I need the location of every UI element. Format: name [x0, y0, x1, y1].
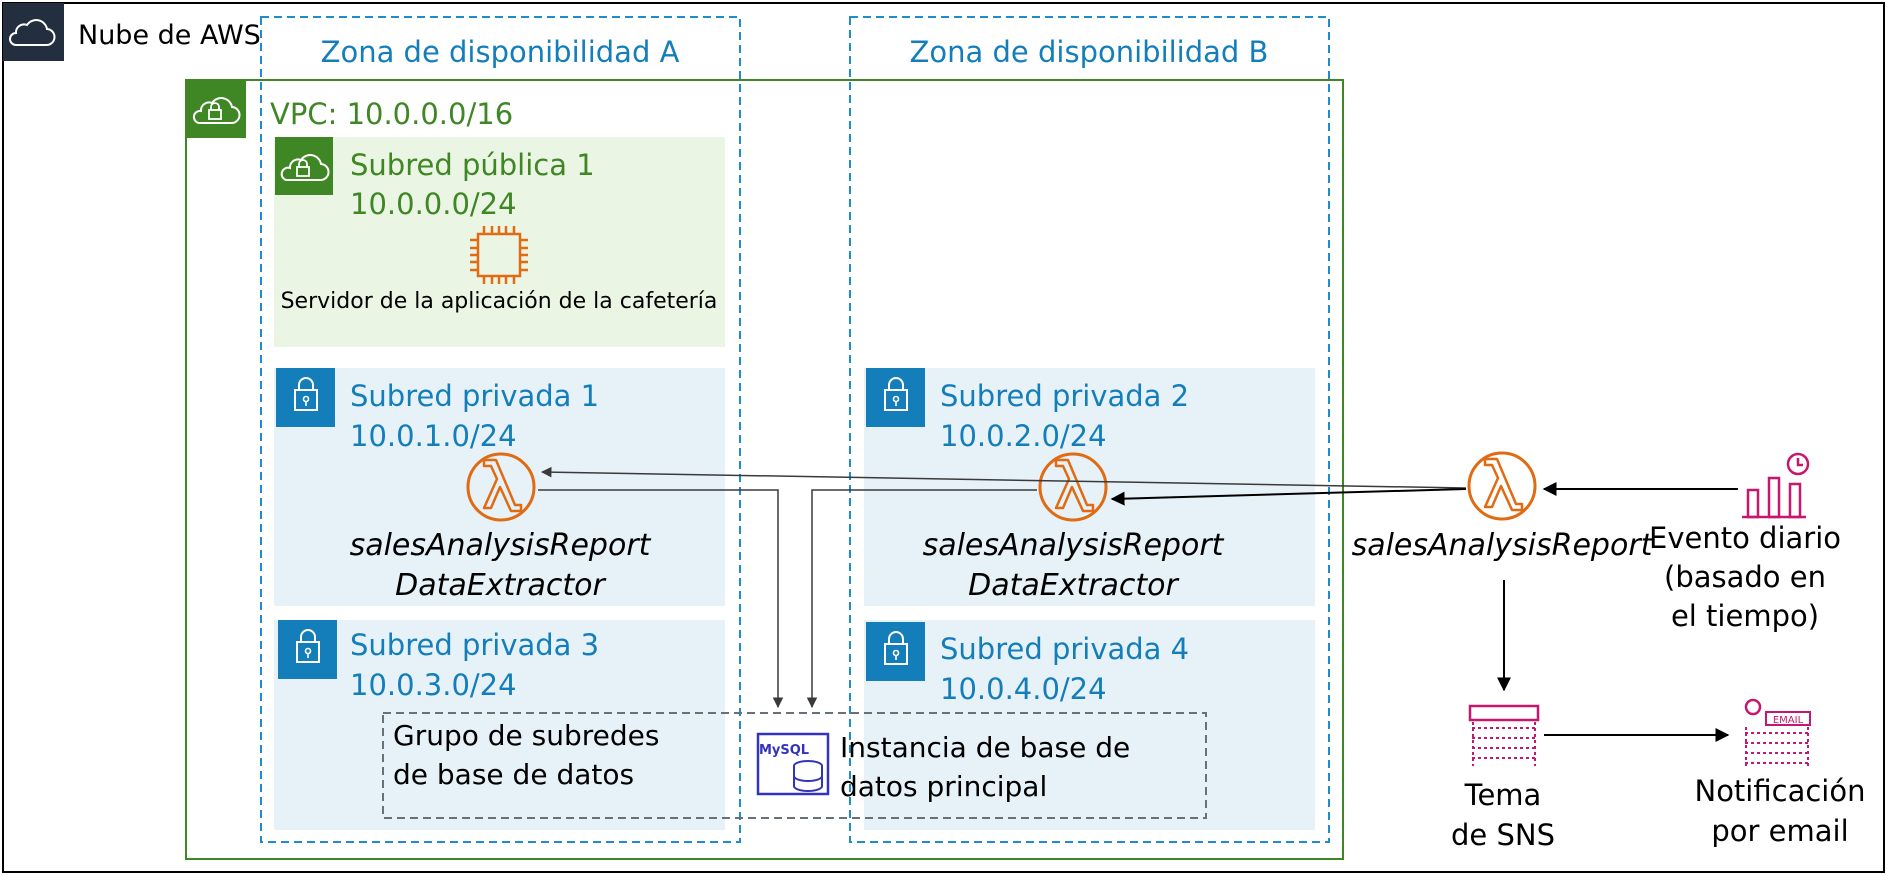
private-subnet-3-name: Subred privada 3	[350, 628, 599, 662]
private-subnet-4-badge	[866, 622, 925, 681]
private-subnet-4	[864, 620, 1315, 830]
private-subnet-1-name: Subred privada 1	[350, 379, 599, 413]
lambda-icon	[1038, 452, 1108, 522]
lock-icon	[296, 641, 320, 663]
public-subnet-1-cidr: 10.0.0.0/24	[350, 187, 517, 221]
sns-line1: Tema	[1464, 778, 1542, 812]
email-badge: EMAIL	[1773, 715, 1804, 726]
db-subnet-group-line1: Grupo de subredes	[393, 719, 659, 752]
email-line1: Notificación	[1695, 774, 1866, 808]
db-instance-line2: datos principal	[840, 770, 1047, 803]
lambda-icon	[466, 452, 536, 522]
private-subnet-4-name: Subred privada 4	[940, 632, 1189, 666]
lambda-icon	[1467, 451, 1537, 521]
zone-a-label: Zona de disponibilidad A	[321, 35, 680, 69]
public-subnet-badge	[275, 137, 333, 195]
sns-line2: de SNS	[1451, 818, 1555, 852]
scheduled-event-icon	[1742, 452, 1810, 519]
cloud-icon	[9, 19, 56, 46]
vpc-badge	[186, 80, 246, 138]
public-subnet-1-name: Subred pública 1	[350, 148, 595, 182]
zone-b-label: Zona de disponibilidad B	[910, 35, 1269, 69]
private-subnet-3	[274, 620, 725, 830]
availability-zone-b	[849, 16, 1330, 843]
availability-zone-a	[260, 16, 741, 843]
lock-icon	[884, 389, 908, 411]
ec2-instance-icon	[470, 226, 528, 284]
extractor-b-line1: salesAnalysisReport	[923, 528, 1225, 563]
arrow-extractor-a-to-db	[538, 489, 784, 709]
arrow-report-to-extractor-b	[1110, 488, 1467, 506]
arrow-report-to-extractor-a	[540, 466, 1467, 489]
db-instance-line1: Instancia de base de	[840, 731, 1130, 764]
app-server-label: Servidor de la aplicación de la cafeterí…	[281, 289, 718, 314]
private-subnet-2-name: Subred privada 2	[940, 379, 1189, 413]
report-lambda-label: salesAnalysisReport	[1352, 528, 1654, 563]
private-subnet-2-cidr: 10.0.2.0/24	[940, 419, 1107, 453]
extractor-a-line2: DataExtractor	[395, 568, 606, 603]
event-line1: Evento diario	[1649, 521, 1841, 555]
db-subnet-group-line2: de base de datos	[393, 758, 634, 791]
public-subnet-1	[274, 137, 725, 347]
extractor-a-line1: salesAnalysisReport	[350, 528, 652, 563]
vpc-frame	[185, 79, 1344, 860]
event-line3: el tiempo)	[1671, 599, 1819, 633]
mysql-db-icon: MySQL	[756, 732, 830, 796]
private-subnet-1-cidr: 10.0.1.0/24	[350, 419, 517, 453]
subnet-cloud-lock-icon	[280, 154, 330, 181]
aws-cloud-label: Nube de AWS	[78, 20, 261, 51]
private-subnet-3-badge	[278, 620, 337, 679]
vpc-cloud-lock-icon	[192, 97, 241, 124]
vpc-label: VPC: 10.0.0.0/16	[270, 97, 513, 131]
event-line2: (basado en	[1664, 560, 1826, 594]
extractor-b-line2: DataExtractor	[968, 568, 1179, 603]
arrow-extractor-b-to-db	[806, 489, 1037, 709]
aws-cloud-badge	[3, 3, 64, 61]
email-line2: por email	[1711, 814, 1848, 848]
private-subnet-1-badge	[276, 368, 335, 427]
private-subnet-3-cidr: 10.0.3.0/24	[350, 668, 517, 702]
sns-topic-icon	[1468, 704, 1540, 766]
private-subnet-2	[864, 368, 1315, 606]
private-subnet-2-badge	[866, 368, 925, 427]
lock-icon	[294, 389, 318, 411]
email-notification-icon: EMAIL	[1744, 698, 1811, 768]
lock-icon	[884, 643, 908, 665]
mysql-badge: MySQL	[759, 743, 809, 758]
private-subnet-4-cidr: 10.0.4.0/24	[940, 672, 1107, 706]
db-subnet-group	[382, 712, 1207, 819]
